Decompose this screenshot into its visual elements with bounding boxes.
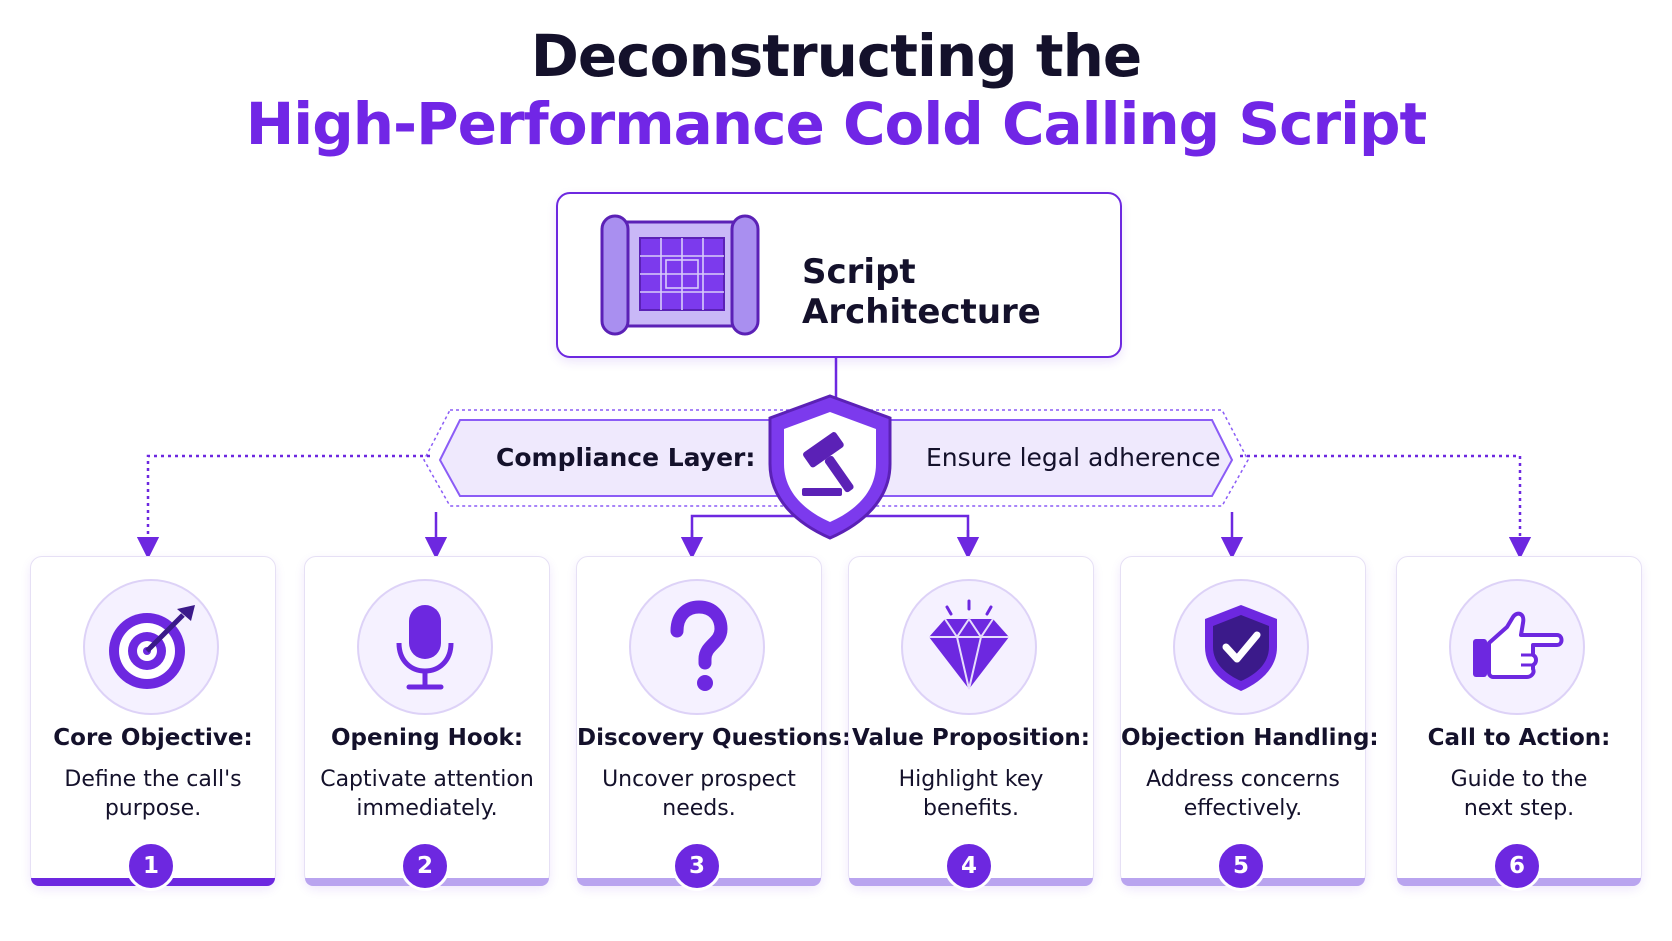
step-badge: 6 <box>1492 841 1542 891</box>
step-badge: 5 <box>1216 841 1266 891</box>
compliance-layer-description: Ensure legal adherence <box>926 443 1221 472</box>
card-objection-handling: Objection Handling: Address concerns eff… <box>1120 556 1379 891</box>
shield-check-icon <box>1205 605 1277 691</box>
microphone-icon <box>396 605 454 690</box>
card-description-line: Uncover prospect <box>602 767 796 792</box>
card-title: Core Objective: <box>53 725 253 751</box>
question-mark-icon <box>670 600 728 691</box>
compliance-layer-label: Compliance Layer: <box>496 443 756 472</box>
card-icon-circle <box>901 579 1037 715</box>
card-description: Captivate attention immediately. <box>319 765 535 823</box>
card-discovery-questions: Discovery Questions: Uncover prospect ne… <box>576 556 852 891</box>
card-description-line: next step. <box>1463 796 1575 821</box>
card-description: Define the call's purpose. <box>45 765 261 823</box>
target-icon <box>109 605 195 689</box>
card-title: Call to Action: <box>1427 725 1611 751</box>
card-description-line: Captivate attention <box>320 767 534 792</box>
card-core-objective: Core Objective: Define the call's purpos… <box>30 556 276 891</box>
card-icon-circle <box>629 579 765 715</box>
compliance-band-outer <box>423 409 1249 507</box>
step-badge: 1 <box>126 841 176 891</box>
card-title: Objection Handling: <box>1121 725 1379 751</box>
pointing-hand-icon <box>1473 611 1564 679</box>
script-architecture-box: Script Architecture <box>556 192 1122 358</box>
card-icon-circle <box>1173 579 1309 715</box>
card-description-line: Define the call's <box>64 767 242 792</box>
card-call-to-action: Call to Action: Guide to the next step. … <box>1396 556 1642 891</box>
step-badge: 4 <box>944 841 994 891</box>
diamond-icon <box>929 599 1009 690</box>
card-title: Discovery Questions: <box>577 725 852 751</box>
card-description-line: Guide to the <box>1450 767 1588 792</box>
script-architecture-label: Script Architecture <box>802 252 1041 332</box>
card-icon-circle <box>1449 579 1585 715</box>
card-description-line: purpose. <box>104 796 202 821</box>
card-description-line: effectively. <box>1183 796 1303 821</box>
card-description-line: benefits. <box>923 796 1019 821</box>
card-value-proposition: Value Proposition: Highlight key benefit… <box>848 556 1094 891</box>
step-badge: 3 <box>672 841 722 891</box>
card-description: Highlight key benefits. <box>863 765 1079 823</box>
card-title: Value Proposition: <box>851 725 1091 751</box>
card-title: Opening Hook: <box>330 725 524 751</box>
gavel-shield-icon <box>768 394 892 540</box>
card-description-line: Highlight key <box>898 767 1044 792</box>
card-opening-hook: Opening Hook: Captivate attention immedi… <box>304 556 550 891</box>
card-icon-circle <box>83 579 219 715</box>
card-description: Address concerns effectively. <box>1135 765 1351 823</box>
card-description: Guide to the next step. <box>1411 765 1627 823</box>
title-line-1: Deconstructing the <box>530 22 1142 90</box>
card-description-line: needs. <box>662 796 736 821</box>
step-badge: 2 <box>400 841 450 891</box>
card-icon-circle <box>357 579 493 715</box>
blueprint-icon <box>600 214 760 336</box>
title-line-2: High-Performance Cold Calling Script <box>245 90 1427 158</box>
card-description-line: Address concerns <box>1146 767 1340 792</box>
card-description: Uncover prospect needs. <box>591 765 807 823</box>
card-description-line: immediately. <box>356 796 498 821</box>
